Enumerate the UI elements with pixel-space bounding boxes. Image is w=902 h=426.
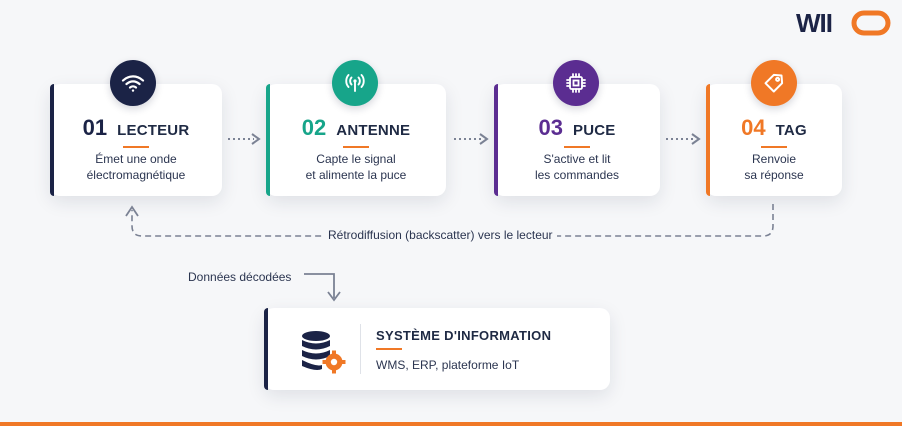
backscatter-arrow [125, 204, 774, 237]
step-number: 03 [538, 115, 563, 140]
step-number: 02 [301, 115, 327, 140]
bottom-accent-bar [0, 422, 902, 426]
chip-icon [553, 60, 599, 106]
decoded-data-arrow [304, 273, 341, 302]
divider [360, 324, 361, 374]
step-number: 01 [82, 115, 108, 140]
card-accent-bar [706, 84, 710, 196]
step-description: Renvoie sa réponse [744, 152, 804, 182]
arrow-2-to-3 [454, 133, 489, 145]
decoded-data-label: Données décodées [184, 270, 296, 284]
step-title: ANTENNE [336, 122, 411, 139]
arrow-1-to-2 [228, 133, 261, 145]
step-title: TAG [775, 122, 807, 139]
information-system-card: SYSTÈME D'INFORMATION WMS, ERP, platefor… [264, 308, 610, 390]
step-description: Capte le signal et alimente la puce [305, 152, 407, 182]
wiio-logo: WII [796, 8, 891, 38]
step-description: S'active et lit les commandes [534, 152, 620, 182]
backscatter-label: Rétrodiffusion (backscatter) vers le lec… [324, 228, 557, 242]
title-underline [343, 146, 369, 148]
tag-icon [751, 60, 797, 106]
step-title: PUCE [573, 122, 616, 139]
title-underline [376, 348, 402, 350]
title-underline [761, 146, 787, 148]
step-description: Émet une onde électromagnétique [86, 152, 186, 182]
svg-text:WII: WII [796, 8, 832, 38]
step-number: 04 [741, 115, 766, 140]
title-underline [123, 146, 149, 148]
title-underline [564, 146, 590, 148]
card-accent-bar [264, 308, 268, 390]
database-gear-icon [302, 331, 346, 374]
wifi-icon [110, 60, 156, 106]
card-accent-bar [494, 84, 498, 196]
system-title: SYSTÈME D'INFORMATION [376, 328, 552, 343]
card-accent-bar [266, 84, 270, 196]
arrow-3-to-4 [666, 133, 701, 145]
step-title: LECTEUR [117, 122, 190, 139]
antenna-icon [332, 60, 378, 106]
system-description: WMS, ERP, plateforme IoT [376, 358, 520, 372]
card-accent-bar [50, 84, 54, 196]
